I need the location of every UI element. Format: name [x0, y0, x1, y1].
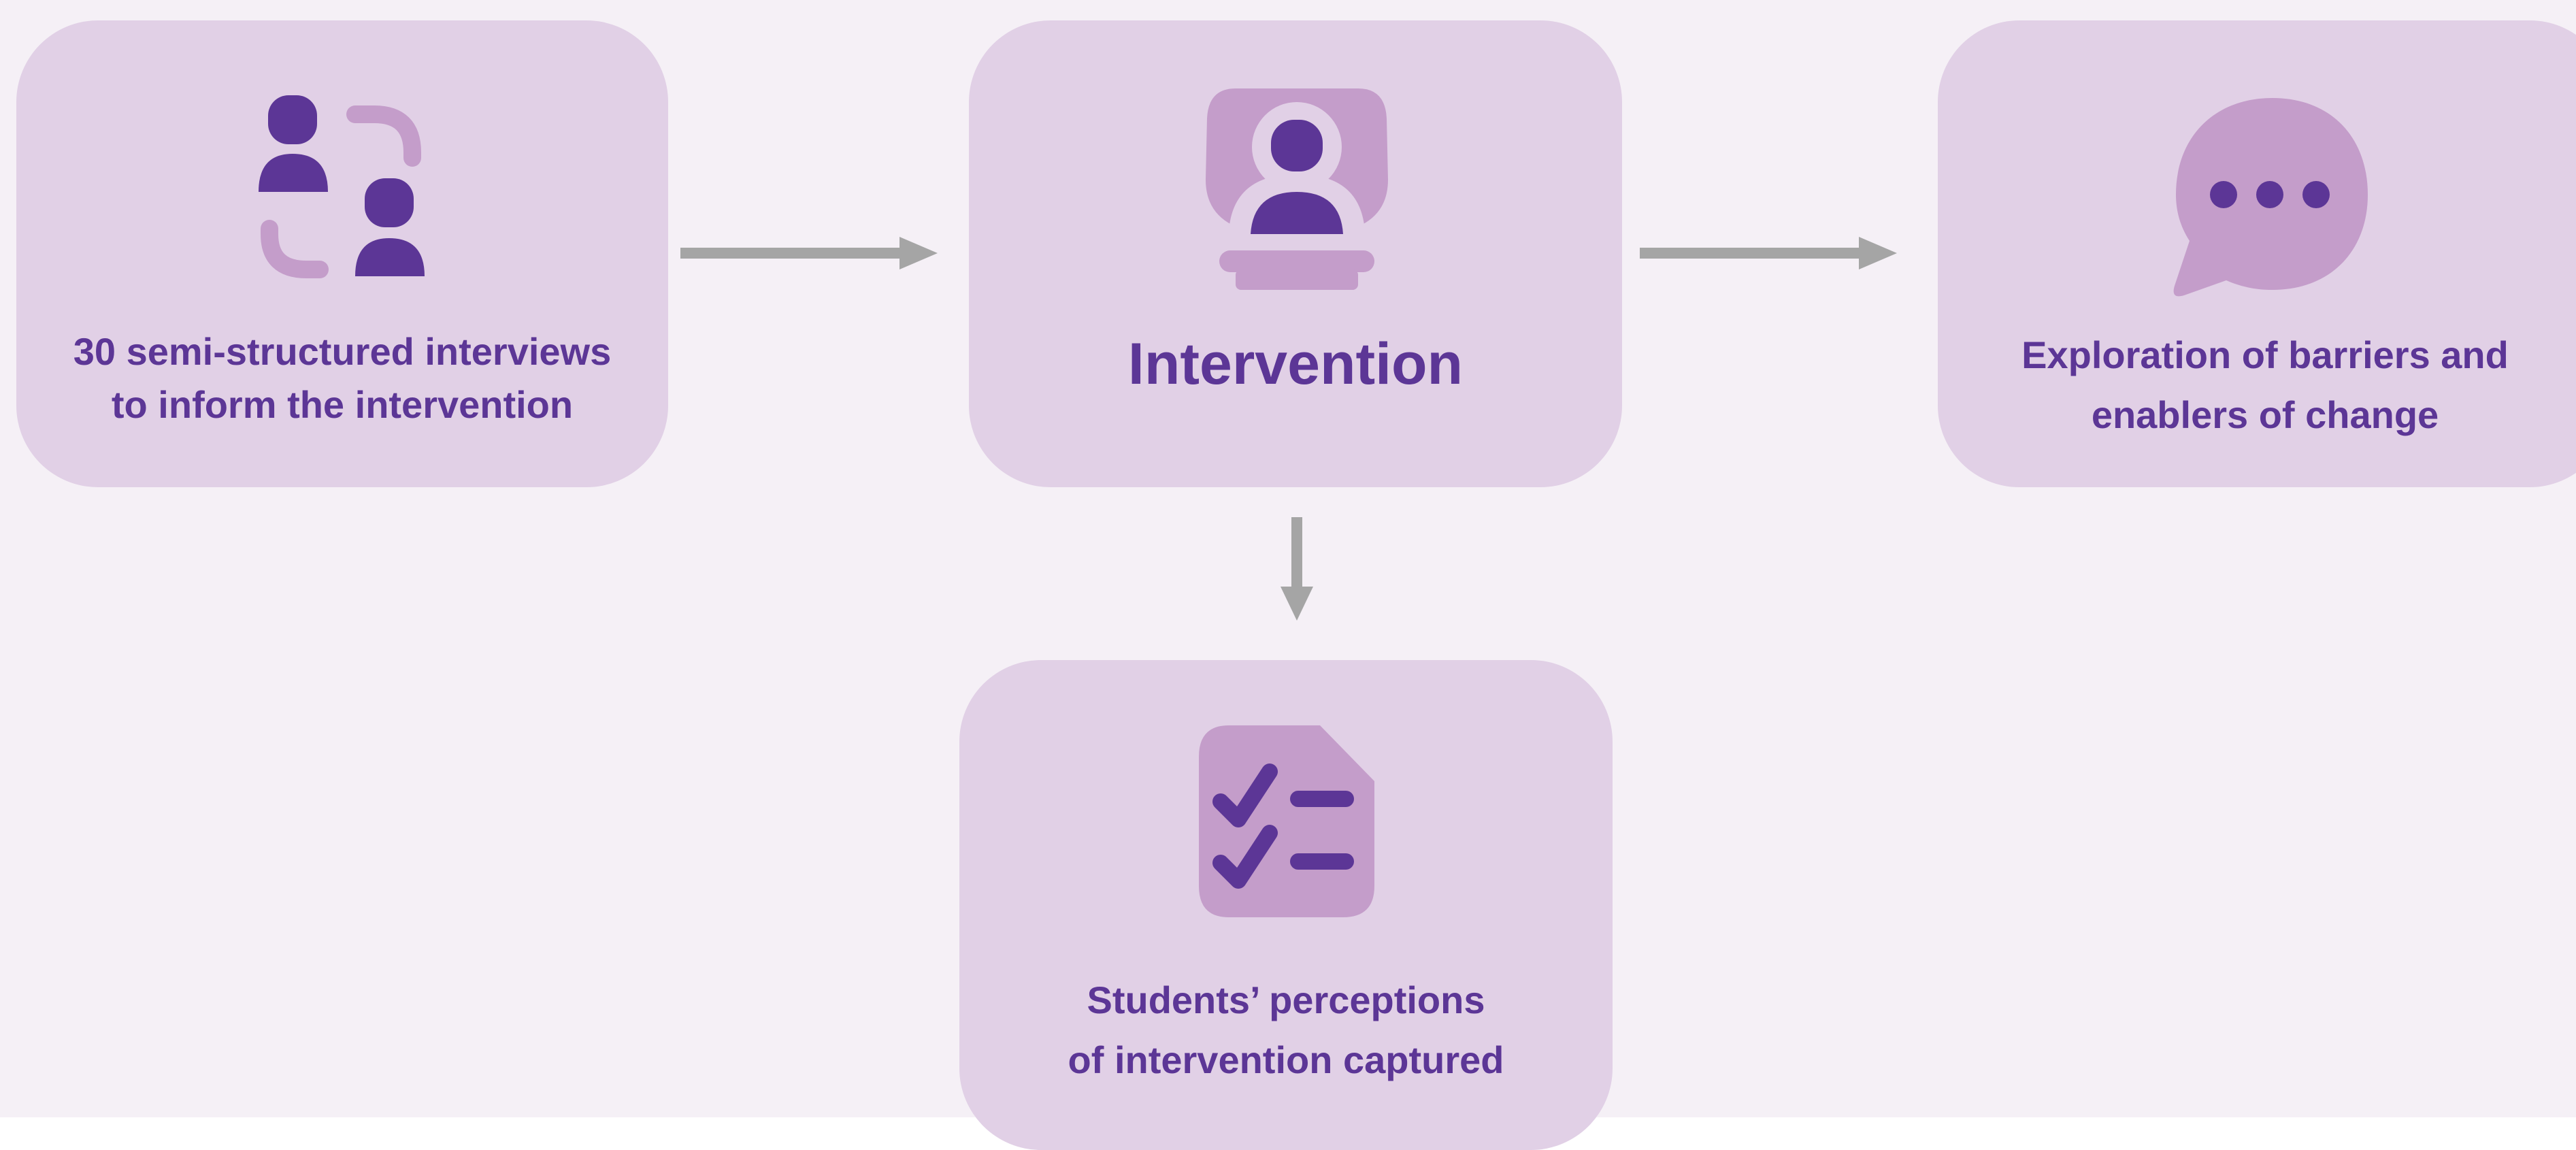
arrow-intervention-to-perceptions — [1281, 517, 1313, 621]
node-perceptions-line2: of intervention captured — [1068, 1038, 1504, 1081]
arrow-intervention-to-exploration — [1640, 237, 1897, 269]
node-interviews-line2: to inform the intervention — [111, 383, 574, 426]
node-perceptions-label: Students’ perceptions of intervention ca… — [959, 970, 1613, 1090]
node-exploration-line1: Exploration of barriers and — [2021, 333, 2509, 376]
video-call-person-icon — [1206, 88, 1388, 290]
node-exploration-label: Exploration of barriers and enablers of … — [1938, 325, 2576, 445]
node-exploration-line2: enablers of change — [2091, 393, 2439, 436]
node-perceptions-line1: Students’ perceptions — [1087, 979, 1485, 1021]
node-interviews — [16, 20, 668, 487]
speech-bubble-icon — [2173, 98, 2368, 297]
node-interviews-line1: 30 semi-structured interviews — [73, 330, 612, 373]
node-interviews-label: 30 semi-structured interviews to inform … — [16, 325, 668, 431]
arrow-interviews-to-intervention — [680, 237, 938, 269]
node-intervention-label: Intervention — [969, 327, 1622, 401]
checklist-icon — [1199, 725, 1374, 917]
people-exchange-icon — [259, 95, 425, 278]
node-intervention-line1: Intervention — [1127, 331, 1464, 397]
